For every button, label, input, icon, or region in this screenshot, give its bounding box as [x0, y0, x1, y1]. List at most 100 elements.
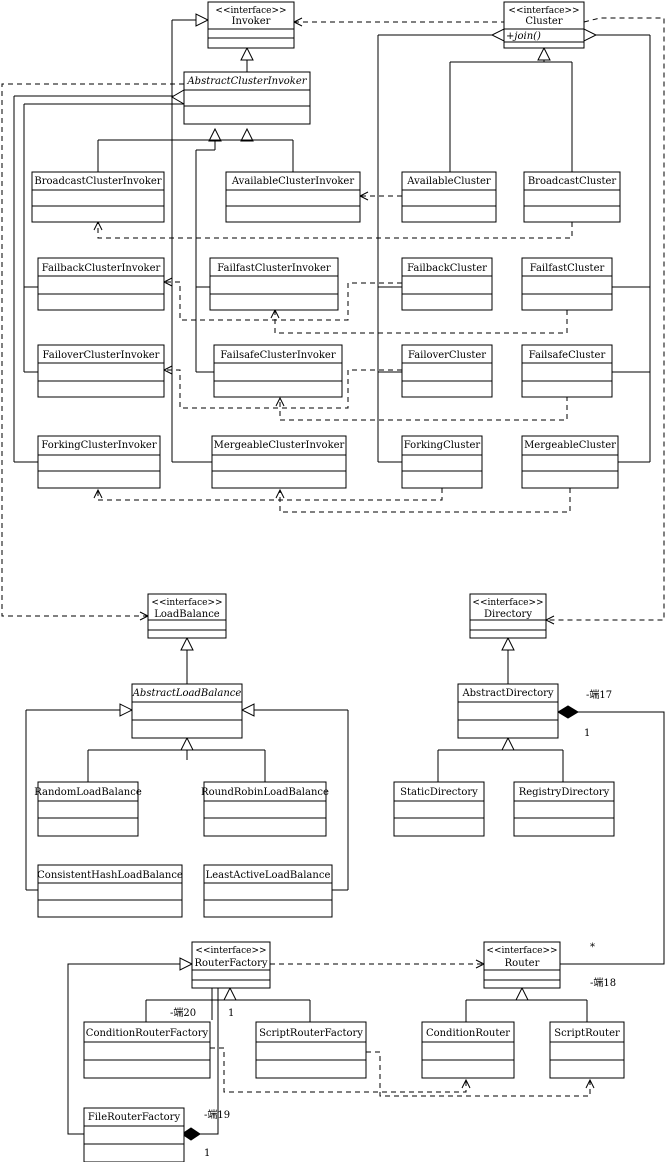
class-name: MergeableClusterInvoker: [214, 440, 345, 451]
generalization-arrowhead: [240, 46, 254, 61]
generalization-arrowhead: [501, 736, 515, 751]
invoker-loadbalance-dependency: [1, 83, 184, 617]
class-name: RoundRobinLoadBalance: [201, 787, 329, 798]
class-box-abstract-load-balance[interactable]: AbstractLoadBalance: [131, 683, 243, 739]
class-box-failover-cluster-invoker[interactable]: FailoverClusterInvoker: [37, 344, 165, 398]
class-name: LeastActiveLoadBalance: [206, 870, 331, 881]
class-box-failover-cluster[interactable]: FailoverCluster: [401, 344, 493, 398]
class-stereotype: <<interface>>: [472, 598, 543, 608]
class-name: RandomLoadBalance: [34, 787, 142, 798]
generalization-arrowhead: [501, 636, 515, 651]
class-box-mergeable-cluster[interactable]: MergeableCluster: [521, 435, 619, 489]
class-boxes: <<interface>> Invoker <<interface>> Clus…: [31, 1, 625, 1162]
class-box-forking-cluster[interactable]: ForkingCluster: [401, 435, 483, 489]
class-name: RouterFactory: [195, 958, 268, 969]
routerfactory-subclass-line: [67, 963, 192, 1135]
generalization-arrowhead: [171, 89, 185, 105]
class-stereotype: <<interface>>: [215, 6, 286, 16]
class-box-script-router-factory[interactable]: ScriptRouterFactory: [255, 1021, 367, 1079]
class-name: RegistryDirectory: [519, 787, 610, 798]
class-name: ScriptRouter: [554, 1028, 620, 1039]
class-name: ForkingCluster: [404, 440, 481, 451]
class-method: +join(): [506, 31, 541, 42]
directory-router-composition: [556, 711, 665, 965]
cluster-invoker-usage: [279, 488, 571, 513]
class-name: Router: [505, 958, 540, 969]
class-name: FailbackCluster: [407, 263, 487, 274]
class-box-round-robin-load-balance[interactable]: RoundRobinLoadBalance: [201, 781, 329, 837]
class-box-static-directory[interactable]: StaticDirectory: [393, 781, 485, 837]
cluster-invoker-usage: [164, 369, 402, 409]
class-box-cluster[interactable]: <<interface>> Cluster +join(): [503, 1, 585, 49]
class-name: ConditionRouter: [426, 1028, 510, 1039]
generalization-arrowhead: [223, 986, 237, 1001]
class-box-failback-cluster-invoker[interactable]: FailbackClusterInvoker: [37, 257, 165, 311]
class-box-failfast-cluster[interactable]: FailfastCluster: [521, 257, 613, 311]
class-name: MergeableCluster: [524, 440, 616, 451]
class-box-condition-router-factory[interactable]: ConditionRouterFactory: [83, 1021, 211, 1079]
class-box-load-balance[interactable]: <<interface>> LoadBalance: [147, 593, 227, 639]
class-stereotype: <<interface>>: [508, 6, 579, 16]
class-name: FailoverCluster: [408, 350, 486, 361]
class-name: FailfastClusterInvoker: [217, 263, 331, 274]
class-box-available-cluster[interactable]: AvailableCluster: [401, 171, 497, 223]
generalization-arrowhead: [180, 736, 194, 751]
implementation-arrowhead: [583, 28, 598, 42]
class-box-broadcast-cluster[interactable]: BroadcastCluster: [523, 171, 621, 223]
role-label-end19: -端19: [204, 1108, 230, 1121]
class-box-router-factory[interactable]: <<interface>> RouterFactory: [191, 941, 271, 989]
class-box-abstract-directory[interactable]: AbstractDirectory: [457, 683, 559, 739]
association-labels: -端17 1 * -端18 -端20 1 -端19 1: [170, 688, 616, 1159]
class-name: AbstractDirectory: [461, 688, 553, 699]
implementation-arrowhead: [195, 13, 210, 27]
cluster-invoker-usage: [164, 281, 402, 321]
class-box-registry-directory[interactable]: RegistryDirectory: [513, 781, 615, 837]
class-stereotype: <<interface>>: [195, 946, 266, 956]
implementation-arrowhead: [490, 28, 505, 42]
role-label-end20: -端20: [170, 1006, 196, 1019]
cluster-invoker-usage: [97, 222, 573, 239]
dependency-arrowhead: [275, 488, 285, 499]
class-box-invoker[interactable]: <<interface>> Invoker: [207, 1, 295, 49]
class-name: AbstractClusterInvoker: [186, 76, 307, 87]
class-box-directory[interactable]: <<interface>> Directory: [469, 593, 547, 639]
class-name: Invoker: [232, 16, 271, 27]
class-box-script-router[interactable]: ScriptRouter: [549, 1021, 625, 1079]
connectors: [1, 13, 665, 1141]
generalization-arrowhead: [119, 703, 134, 717]
class-box-mergeable-cluster-invoker[interactable]: MergeableClusterInvoker: [211, 435, 347, 489]
class-box-failback-cluster[interactable]: FailbackCluster: [401, 257, 493, 311]
class-box-condition-router[interactable]: ConditionRouter: [421, 1021, 515, 1079]
class-box-broadcast-cluster-invoker[interactable]: BroadcastClusterInvoker: [31, 171, 165, 223]
class-name: BroadcastClusterInvoker: [34, 176, 161, 187]
generalization-arrowhead: [180, 636, 194, 651]
class-box-failsafe-cluster-invoker[interactable]: FailsafeClusterInvoker: [213, 344, 343, 398]
cluster-invoker-usage: [279, 396, 568, 421]
class-name: FailsafeCluster: [529, 350, 606, 361]
class-box-file-router-factory[interactable]: FileRouterFactory: [83, 1107, 185, 1162]
class-name: AvailableCluster: [406, 176, 491, 187]
class-box-random-load-balance[interactable]: RandomLoadBalance: [34, 781, 142, 837]
class-box-available-cluster-invoker[interactable]: AvailableClusterInvoker: [225, 171, 361, 223]
class-box-router[interactable]: <<interface>> Router: [483, 941, 561, 989]
class-box-abstract-cluster-invoker[interactable]: AbstractClusterInvoker: [183, 71, 311, 125]
factory-router-usage: [210, 1047, 467, 1093]
class-name: AvailableClusterInvoker: [231, 176, 354, 187]
class-box-failfast-cluster-invoker[interactable]: FailfastClusterInvoker: [209, 257, 339, 311]
class-box-consistent-hash-load-balance[interactable]: ConsistentHashLoadBalance: [37, 864, 183, 918]
class-name: Directory: [484, 609, 532, 620]
class-name: FileRouterFactory: [88, 1112, 181, 1123]
class-box-least-active-load-balance[interactable]: LeastActiveLoadBalance: [203, 864, 333, 918]
class-box-failsafe-cluster[interactable]: FailsafeCluster: [521, 344, 613, 398]
generalization-arrowhead: [240, 703, 255, 717]
role-label-end17: -端17: [586, 688, 612, 701]
class-name: ForkingClusterInvoker: [41, 440, 156, 451]
generalization-arrowhead: [179, 957, 194, 971]
dependency-arrowhead: [275, 396, 285, 407]
class-name: FailoverClusterInvoker: [43, 350, 160, 361]
composition-diamond: [181, 1127, 201, 1141]
class-box-forking-cluster-invoker[interactable]: ForkingClusterInvoker: [37, 435, 161, 489]
multiplicity-label: *: [590, 942, 595, 953]
cluster-invoker-usage: [274, 310, 568, 334]
